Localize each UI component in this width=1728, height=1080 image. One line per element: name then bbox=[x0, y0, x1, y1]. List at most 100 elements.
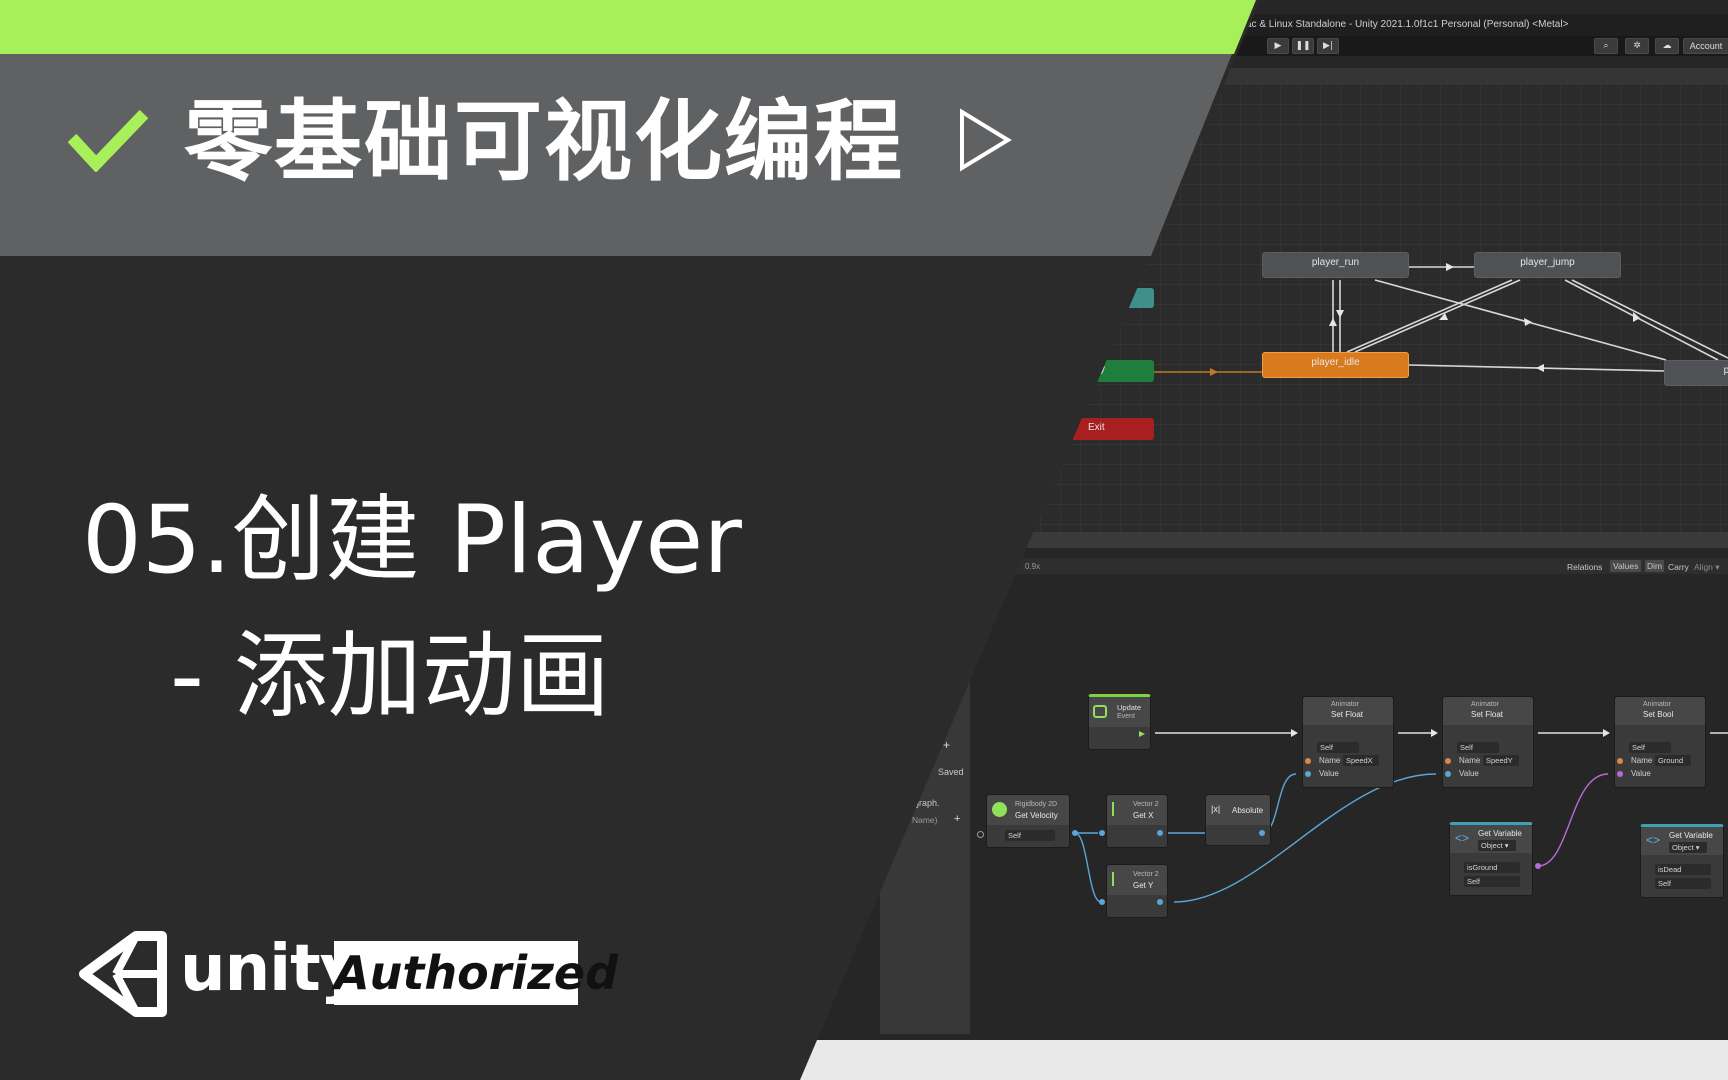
node-update-title: Event bbox=[1117, 713, 1135, 720]
editor-window-title: ac & Linux Standalone - Unity 2021.1.0f1… bbox=[1246, 19, 1569, 30]
setfloat2-name-port[interactable] bbox=[1445, 758, 1451, 764]
node-absolute-title: Absolute bbox=[1232, 806, 1264, 815]
node-update-sub: Update bbox=[1117, 703, 1142, 712]
absolute-out-port[interactable] bbox=[1259, 830, 1265, 836]
setbool-value-port[interactable] bbox=[1617, 771, 1623, 777]
panel-divider bbox=[980, 532, 1728, 548]
setfloat2-name-label: Name bbox=[1459, 756, 1481, 765]
state-exit[interactable]: Exit bbox=[1060, 418, 1154, 440]
node-rigidbody-get-velocity[interactable]: Rigidbody 2D Get Velocity Self bbox=[986, 794, 1070, 848]
setfloat1-name-field[interactable]: SpeedX bbox=[1343, 755, 1379, 766]
getvar1-kind-dropdown[interactable]: Object ▾ bbox=[1478, 840, 1516, 851]
node-setfloat1-title: Set Float bbox=[1331, 710, 1364, 719]
unity-cube-logo-icon bbox=[79, 931, 167, 1017]
getx-out-port[interactable] bbox=[1157, 830, 1163, 836]
search-icon[interactable]: ⌕ bbox=[1594, 38, 1618, 54]
node-setfloat2-title: Set Float bbox=[1471, 710, 1504, 719]
setfloat2-value-label: Value bbox=[1459, 769, 1479, 778]
node-rigidbody-sub: Rigidbody 2D bbox=[1015, 801, 1058, 808]
node-animator-set-bool[interactable]: Animator Set Bool Self Name Ground Value bbox=[1614, 696, 1706, 788]
graph-description: graph. bbox=[914, 798, 940, 808]
play-outline-icon bbox=[960, 108, 1012, 172]
cloud-icon[interactable]: ☁ bbox=[1655, 38, 1679, 54]
variable-icon: <> bbox=[1646, 833, 1661, 847]
getvar1-var-dropdown[interactable]: isGround bbox=[1464, 862, 1520, 873]
check-icon bbox=[68, 109, 148, 172]
node-rigidbody-title: Get Velocity bbox=[1015, 811, 1058, 820]
setfloat2-name-field[interactable]: SpeedY bbox=[1483, 755, 1519, 766]
absolute-icon: |x| bbox=[1211, 804, 1221, 814]
add-variable-icon[interactable]: + bbox=[954, 813, 961, 825]
variable-name-hint: le Name) bbox=[903, 815, 938, 825]
variable-icon: <> bbox=[1455, 831, 1470, 845]
getvar1-out-port[interactable] bbox=[1535, 863, 1541, 869]
node-gety-title: Get Y bbox=[1133, 881, 1154, 890]
setbool-name-field[interactable]: Ground bbox=[1655, 755, 1691, 766]
setfloat2-value-port[interactable] bbox=[1445, 771, 1451, 777]
vector-icon bbox=[1112, 872, 1122, 886]
getvar2-self-field[interactable]: Self bbox=[1655, 878, 1711, 889]
setfloat1-name-port[interactable] bbox=[1305, 758, 1311, 764]
node-setfloat1-sub: Animator bbox=[1331, 701, 1360, 708]
unity-wordmark: unity bbox=[180, 932, 361, 1006]
carry-toggle[interactable]: Carry bbox=[1668, 562, 1689, 572]
account-button[interactable]: Account bbox=[1683, 38, 1728, 54]
node-animator-set-float-x[interactable]: Animator Set Float Self Name SpeedX Valu… bbox=[1302, 696, 1394, 788]
setfloat1-self-field[interactable]: Self bbox=[1317, 742, 1359, 753]
getvar2-var-dropdown[interactable]: isDead bbox=[1655, 864, 1711, 875]
setfloat2-self-field[interactable]: Self bbox=[1457, 742, 1499, 753]
node-gety-sub: Vector 2 bbox=[1133, 871, 1159, 878]
setbool-value-label: Value bbox=[1631, 769, 1651, 778]
collab-icon[interactable]: ✲ bbox=[1625, 38, 1649, 54]
state-pla[interactable]: pla bbox=[1664, 360, 1728, 386]
node-setbool-title: Set Bool bbox=[1643, 710, 1674, 719]
add-icon[interactable]: + bbox=[943, 738, 951, 752]
state-player-idle[interactable]: player_idle bbox=[1262, 352, 1409, 378]
rigidbody-out-port[interactable] bbox=[1072, 830, 1078, 836]
gety-out-port[interactable] bbox=[1157, 899, 1163, 905]
step-button[interactable]: ▶| bbox=[1317, 38, 1339, 54]
node-absolute[interactable]: |x| Absolute bbox=[1205, 794, 1271, 846]
node-animator-set-float-y[interactable]: Animator Set Float Self Name SpeedY Valu… bbox=[1442, 696, 1534, 788]
setbool-name-port[interactable] bbox=[1617, 758, 1623, 764]
play-button[interactable]: ▶ bbox=[1267, 38, 1289, 54]
authorized-badge: Authorized bbox=[334, 941, 618, 1005]
flow-out-port[interactable] bbox=[1139, 731, 1145, 737]
setbool-self-field[interactable]: Self bbox=[1629, 742, 1671, 753]
graph-toolbar bbox=[980, 558, 1728, 574]
state-player-run[interactable]: player_run bbox=[1262, 252, 1409, 278]
course-title: 零基础可视化编程 bbox=[184, 90, 905, 193]
zoom-level: 0.9x bbox=[1025, 562, 1041, 571]
pause-button[interactable]: ❚❚ bbox=[1292, 38, 1314, 54]
node-getvar2-title: Get Variable bbox=[1669, 831, 1713, 840]
node-update-event[interactable]: Update Event bbox=[1088, 694, 1151, 750]
rigidbody-in-port[interactable] bbox=[977, 831, 984, 838]
gety-in-port[interactable] bbox=[1099, 899, 1105, 905]
node-vector2-get-x[interactable]: Vector 2 Get X bbox=[1106, 794, 1168, 848]
getx-in-port[interactable] bbox=[1099, 830, 1105, 836]
node-vector2-get-y[interactable]: Vector 2 Get Y bbox=[1106, 864, 1168, 918]
node-get-variable-isdead[interactable]: <> Get Variable Object ▾ isDead Self bbox=[1640, 824, 1724, 898]
setfloat1-value-port[interactable] bbox=[1305, 771, 1311, 777]
values-toggle[interactable]: Values bbox=[1610, 560, 1642, 572]
align-dropdown[interactable]: Align ▾ bbox=[1694, 562, 1720, 572]
state-player-jump[interactable]: player_jump bbox=[1474, 252, 1621, 278]
dim-toggle[interactable]: Dim bbox=[1645, 560, 1665, 572]
getvar2-kind-dropdown[interactable]: Object ▾ bbox=[1669, 842, 1707, 853]
update-icon bbox=[1093, 705, 1107, 718]
node-getx-sub: Vector 2 bbox=[1133, 801, 1159, 808]
getvar1-self-field[interactable]: Self bbox=[1464, 876, 1520, 887]
accent-band bbox=[0, 0, 1256, 54]
node-get-variable-isground[interactable]: <> Get Variable Object ▾ isGround Self bbox=[1449, 822, 1533, 896]
relations-toggle[interactable]: Relations bbox=[1567, 562, 1603, 572]
node-getx-title: Get X bbox=[1133, 811, 1154, 820]
setfloat1-name-label: Name bbox=[1319, 756, 1341, 765]
lesson-title-line1: 05.创建 Player bbox=[82, 486, 742, 595]
node-setfloat2-sub: Animator bbox=[1471, 701, 1500, 708]
rigidbody-icon bbox=[992, 802, 1007, 817]
setfloat1-value-label: Value bbox=[1319, 769, 1339, 778]
rigidbody-self-field[interactable]: Self bbox=[1005, 830, 1055, 841]
